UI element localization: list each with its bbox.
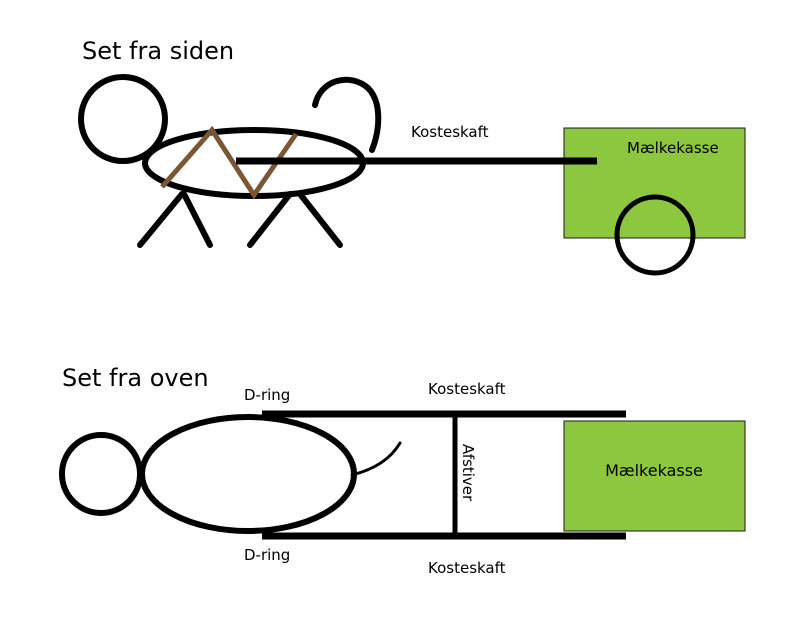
top-broom-top-label: Kosteskaft: [428, 380, 506, 398]
side-view: Set fra siden Kosteskaft Mælkekasse: [78, 37, 746, 276]
top-d-ring-bottom-label: D-ring: [244, 546, 290, 564]
side-view-title: Set fra siden: [82, 37, 234, 65]
top-milk-crate: [563, 420, 746, 532]
side-dog-tail: [312, 76, 382, 153]
side-dog-legs: [137, 191, 343, 248]
top-cart-label: Mælkekasse: [605, 461, 703, 480]
side-milk-crate: [563, 127, 746, 239]
top-spreader-label: Afstiver: [459, 444, 477, 502]
top-dog-head: [59, 432, 143, 516]
top-view-title: Set fra oven: [62, 364, 209, 392]
side-dog-head: [78, 74, 168, 164]
top-view: Set fra oven Afstiver D-ring D-ring Kost…: [59, 364, 746, 577]
top-dog-tail: [350, 441, 402, 477]
side-cart-wheel: [614, 194, 696, 276]
side-cart-label: Mælkekasse: [627, 139, 719, 157]
top-d-ring-top-label: D-ring: [244, 386, 290, 404]
side-broom-label: Kosteskaft: [411, 123, 489, 141]
top-dog-body: [139, 414, 357, 534]
top-broom-bottom-label: Kosteskaft: [428, 559, 506, 577]
